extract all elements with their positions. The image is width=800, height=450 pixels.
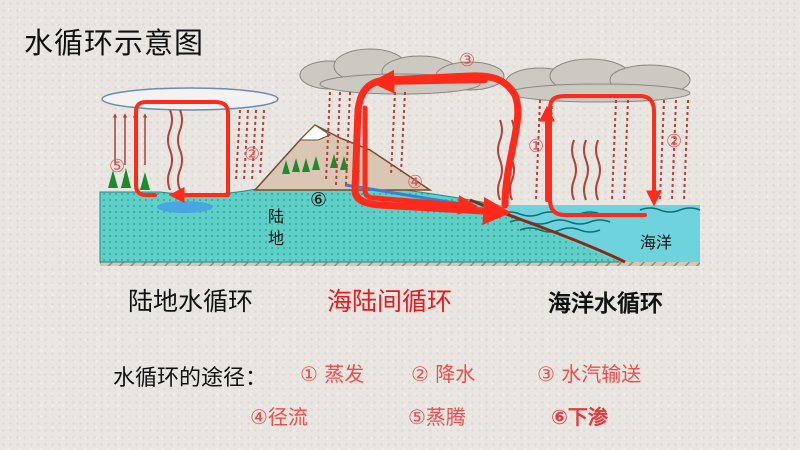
- sea-land-cycle-label: 海陆间循环: [327, 287, 453, 316]
- trees-left: [108, 168, 150, 190]
- route-precipitation: ② 降水: [411, 362, 476, 386]
- marker-1: ①: [528, 136, 544, 157]
- transport-arrow: [370, 69, 488, 94]
- cycle-arrows: [134, 69, 662, 225]
- route-transpiration: ⑤蒸腾: [408, 405, 466, 429]
- route-runoff: ④径流: [250, 405, 308, 429]
- marker-4: ④: [407, 172, 423, 193]
- land-label-top: 陆: [268, 207, 284, 226]
- routes-title: 水循环的途径：: [113, 366, 268, 391]
- marker-5: ⑤: [109, 156, 125, 177]
- ocean: [490, 205, 700, 262]
- inner-loop-arrow: [362, 105, 478, 215]
- cloud-left: [101, 87, 279, 111]
- marker-2-right: ②: [666, 131, 682, 152]
- route-evaporation: ① 蒸发: [300, 362, 365, 386]
- marker-6: ⑥: [310, 189, 327, 211]
- sea-land-cycle-arrow: [351, 72, 522, 225]
- route-infiltration: ⑥下渗: [551, 405, 608, 429]
- marker-3: ③: [459, 50, 475, 71]
- marker-2-left: ②: [244, 144, 260, 165]
- page-title: 水循环示意图: [24, 26, 205, 60]
- lake: [157, 201, 213, 213]
- ocean-cycle-label: 海洋水循环: [548, 291, 663, 317]
- land-cycle-label: 陆地水循环: [128, 287, 254, 316]
- ocean-cycle-arrow: [548, 94, 662, 217]
- land-label-bottom: 地: [268, 229, 284, 248]
- ocean-waves: [499, 207, 701, 233]
- land-cycle-arrow: [134, 100, 230, 203]
- route-vapor-transport: ③ 水汽输送: [537, 362, 642, 386]
- ocean-label: 海洋: [640, 233, 672, 252]
